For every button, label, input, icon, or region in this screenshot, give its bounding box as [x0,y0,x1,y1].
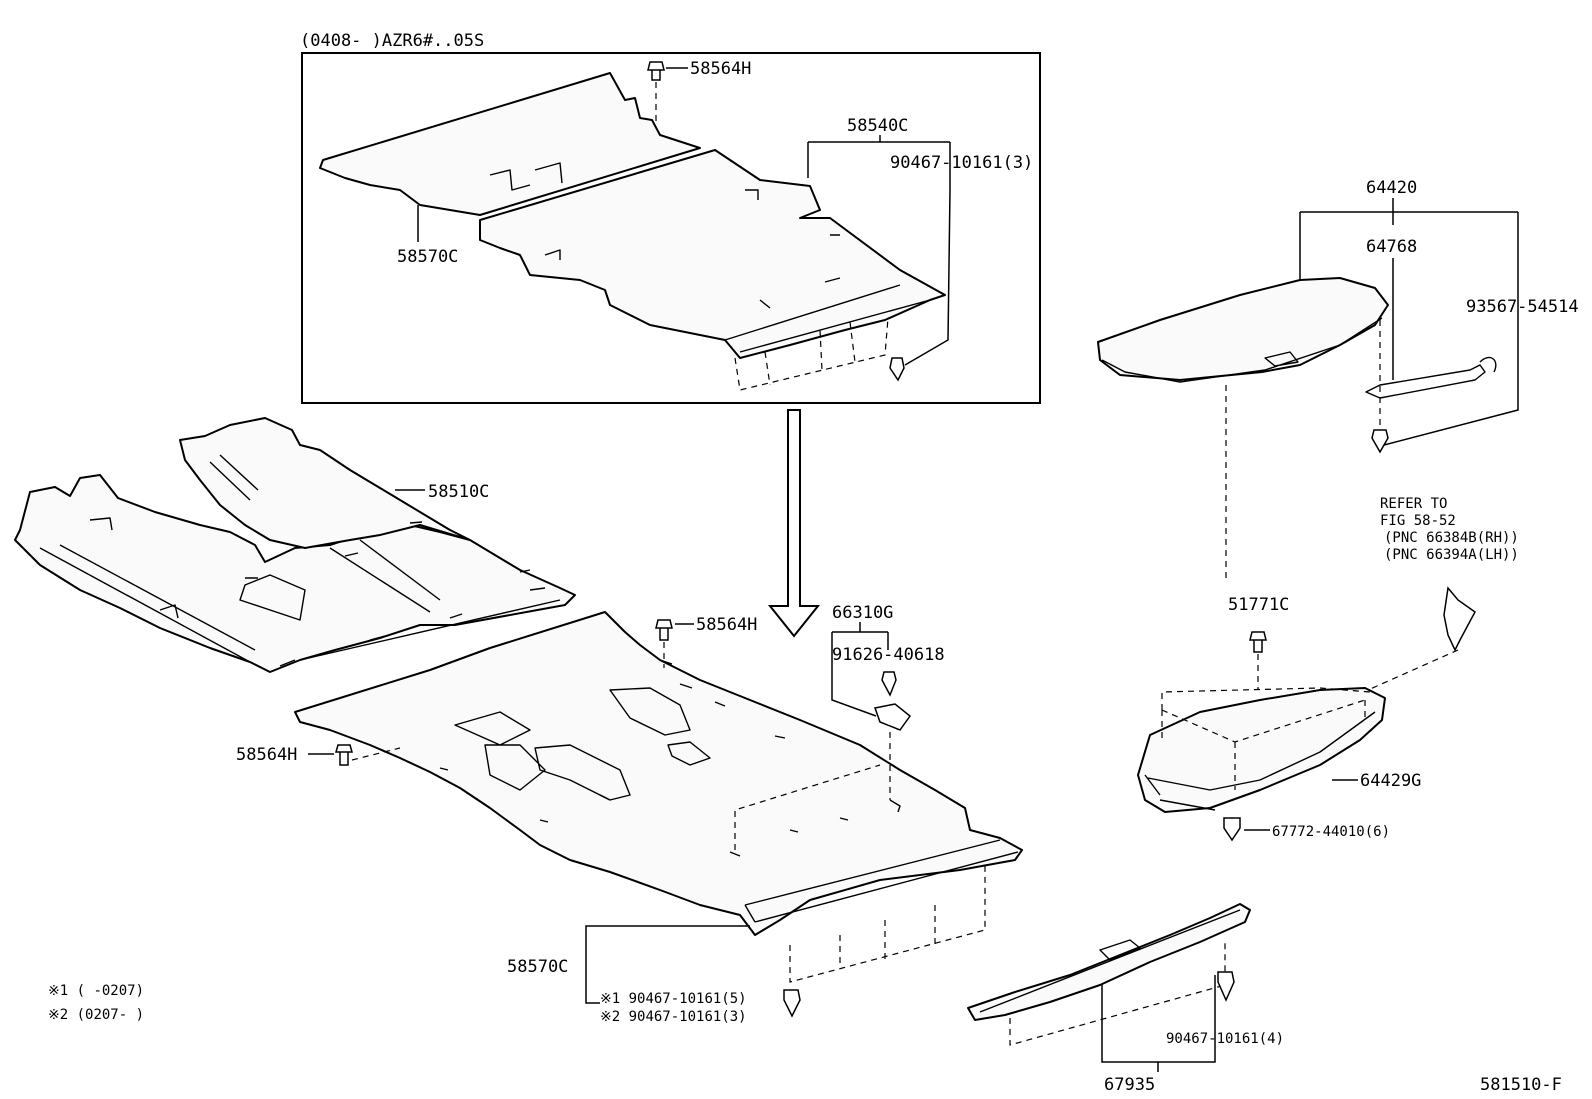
label-90467-10161-3: 90467-10161(3) [890,153,1033,173]
center-floor-carpet-58570C [294,611,1023,983]
label-64768: 64768 [1366,237,1417,257]
label-67935: 67935 [1104,1075,1155,1095]
note-2: ※2 (0207- ) [48,1007,144,1023]
inset-panel: (0408- )AZR6#..05S 58564H 58540C 90467-1… [300,31,1041,404]
refer-note: REFER TO FIG 58-52 (PNC 66384B(RH)) (PNC… [1367,496,1519,691]
note-1: ※1 ( -0207) [48,983,144,999]
bolt-93567 [1371,429,1389,454]
label-66310G: 66310G [832,603,893,623]
bolt-91626 [881,671,897,697]
inset-floor-carpet [479,149,946,359]
inset-floor-dash-lines [734,317,889,391]
inset-carpet-notch [489,162,563,191]
label-91626-40618: 91626-40618 [832,645,945,665]
clip-58564H-top: 58564H [647,59,751,125]
scuff-plate-67935: 90467-10161(4) 67935 [967,903,1284,1095]
label-58540C: 58540C [847,116,908,136]
inset-frame [301,52,1041,404]
deck-board-64768 [1097,277,1389,580]
leader-64420: 64420 64768 93567-54514 [1299,178,1579,454]
label-67772-44010: 67772-44010(6) [1272,824,1390,840]
label-58564H-top: 58564H [690,59,751,79]
clip-67772 [1223,817,1241,842]
refer-line-2: FIG 58-52 [1380,513,1456,529]
label-58570C-inset: 58570C [397,247,458,267]
tray-64429G: 64429G 67772-44010(6) [1137,687,1421,842]
hook-66310G [874,703,912,731]
clip-58564H-mid: 58564H [655,615,757,668]
label-64420: 64420 [1366,178,1417,198]
label-58564H-mid: 58564H [696,615,757,635]
label-93567-54514: 93567-54514 [1466,297,1579,317]
label-90467-10161-4: 90467-10161(4) [1166,1031,1284,1047]
hook-66310G-group: 66310G 91626-40618 [831,603,945,800]
inset-floor-rear-edge [724,284,931,359]
label-58570C-bottom: 58570C [507,957,568,977]
leader-58570C-bottom: 58570C ※1 90467-10161(5) ※2 90467-10161(… [507,925,801,1025]
label-58564H-left: 58564H [236,745,297,765]
clip-51771C: 51771C [1228,595,1289,690]
clip-90467-bottom [783,989,801,1018]
label-90467-10161-5: ※1 90467-10161(5) [600,991,747,1007]
inset-caption: (0408- )AZR6#..05S [300,31,484,51]
refer-line-4: (PNC 66394A(LH)) [1384,547,1519,563]
front-floor-carpet-58510C: 58510C [14,417,576,673]
label-64429G: 64429G [1360,771,1421,791]
inset-rear-floor-carpet [319,72,701,216]
label-90467-10161-3b: ※2 90467-10161(3) [600,1009,747,1025]
clip-90467-scuff [1217,971,1235,1002]
bracket-refer [1443,586,1476,652]
refer-line-1: REFER TO [1380,496,1447,512]
down-arrow [767,409,821,638]
clip-90467-inset [889,357,905,382]
label-58510C: 58510C [428,482,489,502]
label-51771C: 51771C [1228,595,1289,615]
clip-58564H-left: 58564H [236,744,401,766]
refer-line-3: (PNC 66384B(RH)) [1384,530,1519,546]
inset-floor-clip-holes [544,189,841,309]
leader-58540C: 58540C 90467-10161(3) [807,116,1033,382]
figure-code: 581510-F [1480,1075,1562,1095]
